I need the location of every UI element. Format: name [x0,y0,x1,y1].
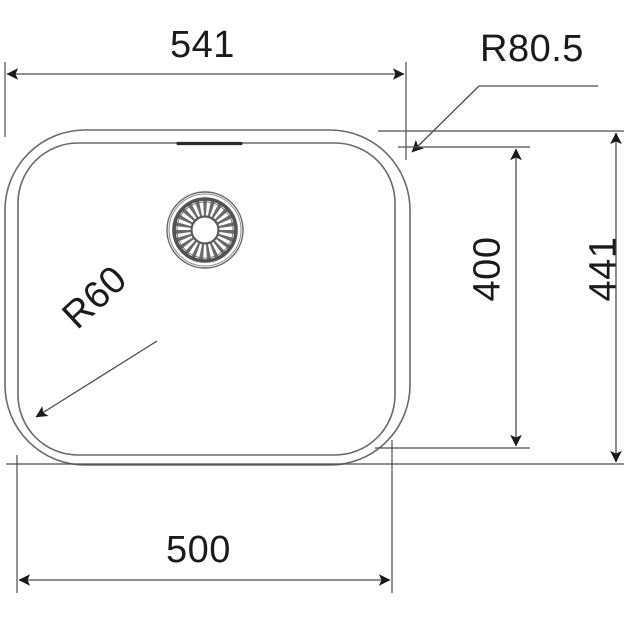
dimension-label-400: 400 [466,236,509,302]
vertical-extension-lines [6,130,624,465]
leader-r60 [35,340,158,418]
dimension-500 [16,440,393,593]
dimension-label-441: 441 [582,236,625,302]
leader-r80-5 [411,85,598,153]
outer-rim-outline [4,129,411,466]
drain-slot-ring [174,199,236,261]
leader-diagonal-r80-5 [411,85,480,153]
drain-strainer [166,191,244,269]
sink-body [4,129,411,466]
dimension-541 [4,62,407,160]
leader-diagonal-r60 [35,340,158,418]
dimension-label-500: 500 [166,529,231,571]
dimension-label-r80-5: R80.5 [480,28,584,70]
dimension-label-541: 541 [170,24,235,66]
